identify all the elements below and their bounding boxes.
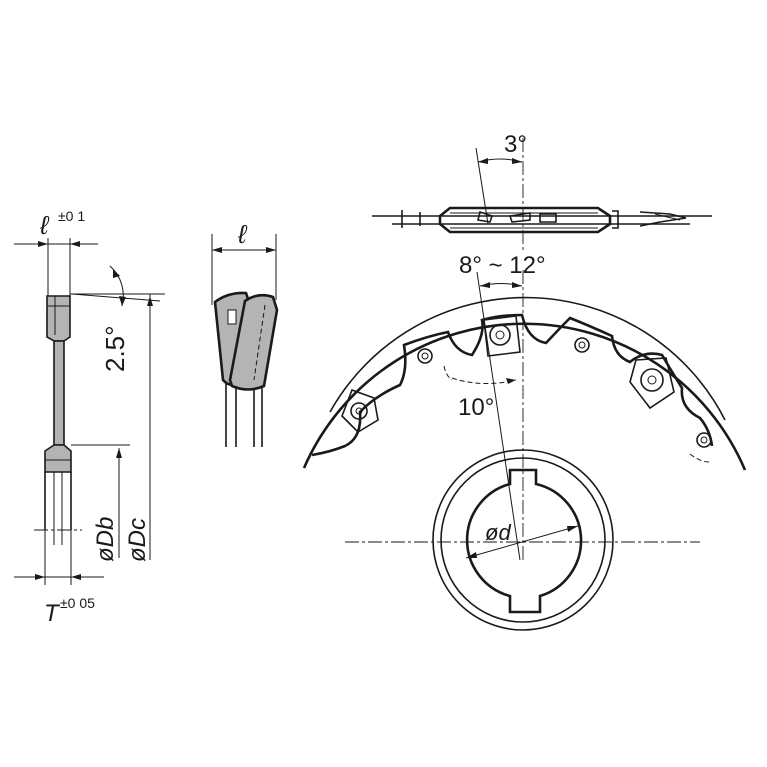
side-thickness-tolerance: ±0 05 [60, 595, 95, 611]
side-cutter-diameter-label: øDc [124, 518, 151, 562]
insert-detail-view: ℓ [211, 219, 279, 447]
insert-pocket-4 [417, 337, 712, 448]
bore-diameter-label: ød [485, 520, 511, 545]
side-thickness-label: T [44, 600, 61, 627]
hub-inner-circle [440, 457, 606, 623]
side-width-tolerance: ±0 1 [58, 208, 85, 224]
top-view: 3° [372, 131, 712, 250]
side-boss-diameter-dimension [71, 444, 130, 558]
top-angle-label: 3° [504, 131, 527, 158]
bore-with-keyway [465, 468, 583, 614]
side-insert-section [46, 295, 71, 342]
side-boss-diameter-label: øDb [92, 517, 119, 562]
side-thickness-dimension [14, 530, 104, 585]
side-section-view: ℓ ±0 1 2.5° [14, 208, 165, 627]
side-body-web [53, 340, 65, 446]
side-cutter-diameter-dimension [147, 294, 153, 560]
side-width-label: ℓ [39, 210, 50, 240]
insert-pocket-3 [629, 357, 675, 410]
side-angle-dimension [70, 265, 165, 307]
insert-pocket-1 [341, 388, 379, 434]
insert-width-label: ℓ [237, 219, 248, 249]
hub-outer-circle [432, 449, 614, 631]
insert-pocket-2 [483, 315, 521, 357]
side-angle-label: 2.5° [100, 325, 130, 372]
side-width-dimension [14, 238, 98, 296]
side-hub-section [44, 444, 72, 473]
range-angle-label: 8° ~ 12° [459, 252, 546, 279]
front-view: 8° ~ 12° [302, 252, 747, 631]
pitch-angle-label: 10° [458, 394, 494, 421]
